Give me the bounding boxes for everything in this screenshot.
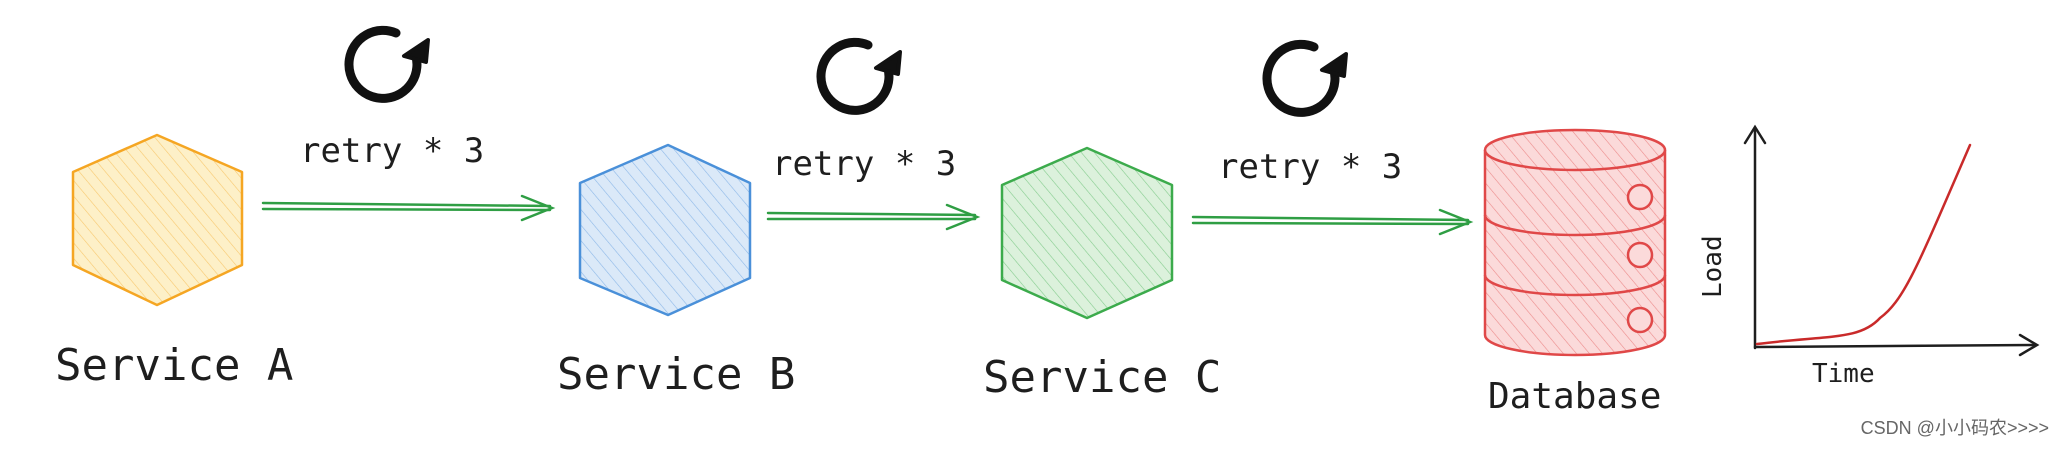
service-a-hexagon [71, 133, 244, 307]
retry-icon [1262, 39, 1348, 117]
retry-group-1: retry * 3 [261, 25, 556, 222]
retry-label-3: retry * 3 [1218, 147, 1402, 187]
x-axis-label: Time [1812, 359, 1875, 389]
retry-label-2: retry * 3 [772, 144, 956, 184]
watermark: CSDN @小小码农>>>> [1860, 418, 2049, 438]
load-curve [1755, 143, 1972, 346]
x-axis [1753, 333, 2040, 357]
arrow-c-to-database [1191, 208, 1474, 236]
arrow-a-to-b [261, 194, 556, 222]
y-axis-label: Load [1698, 235, 1728, 298]
arrow-b-to-c [766, 203, 981, 231]
service-b-node: Service B [557, 143, 795, 400]
service-c-label: Service C [983, 352, 1221, 403]
retry-icon [344, 25, 430, 103]
retry-icon [816, 37, 902, 115]
service-a-label: Service A [55, 340, 293, 391]
retry-label-1: retry * 3 [300, 131, 484, 171]
database-node: Database [1483, 128, 1667, 417]
service-b-label: Service B [557, 349, 795, 400]
retry-group-2: retry * 3 [766, 37, 981, 231]
load-chart: Load Time [1698, 124, 2040, 389]
retry-group-3: retry * 3 [1191, 39, 1474, 236]
service-c-hexagon [1000, 146, 1174, 320]
database-label: Database [1488, 376, 1661, 417]
service-c-node: Service C [983, 146, 1221, 403]
y-axis [1743, 124, 1767, 350]
service-b-hexagon [578, 143, 752, 317]
database-icon [1483, 128, 1667, 357]
service-a-node: Service A [55, 133, 293, 391]
